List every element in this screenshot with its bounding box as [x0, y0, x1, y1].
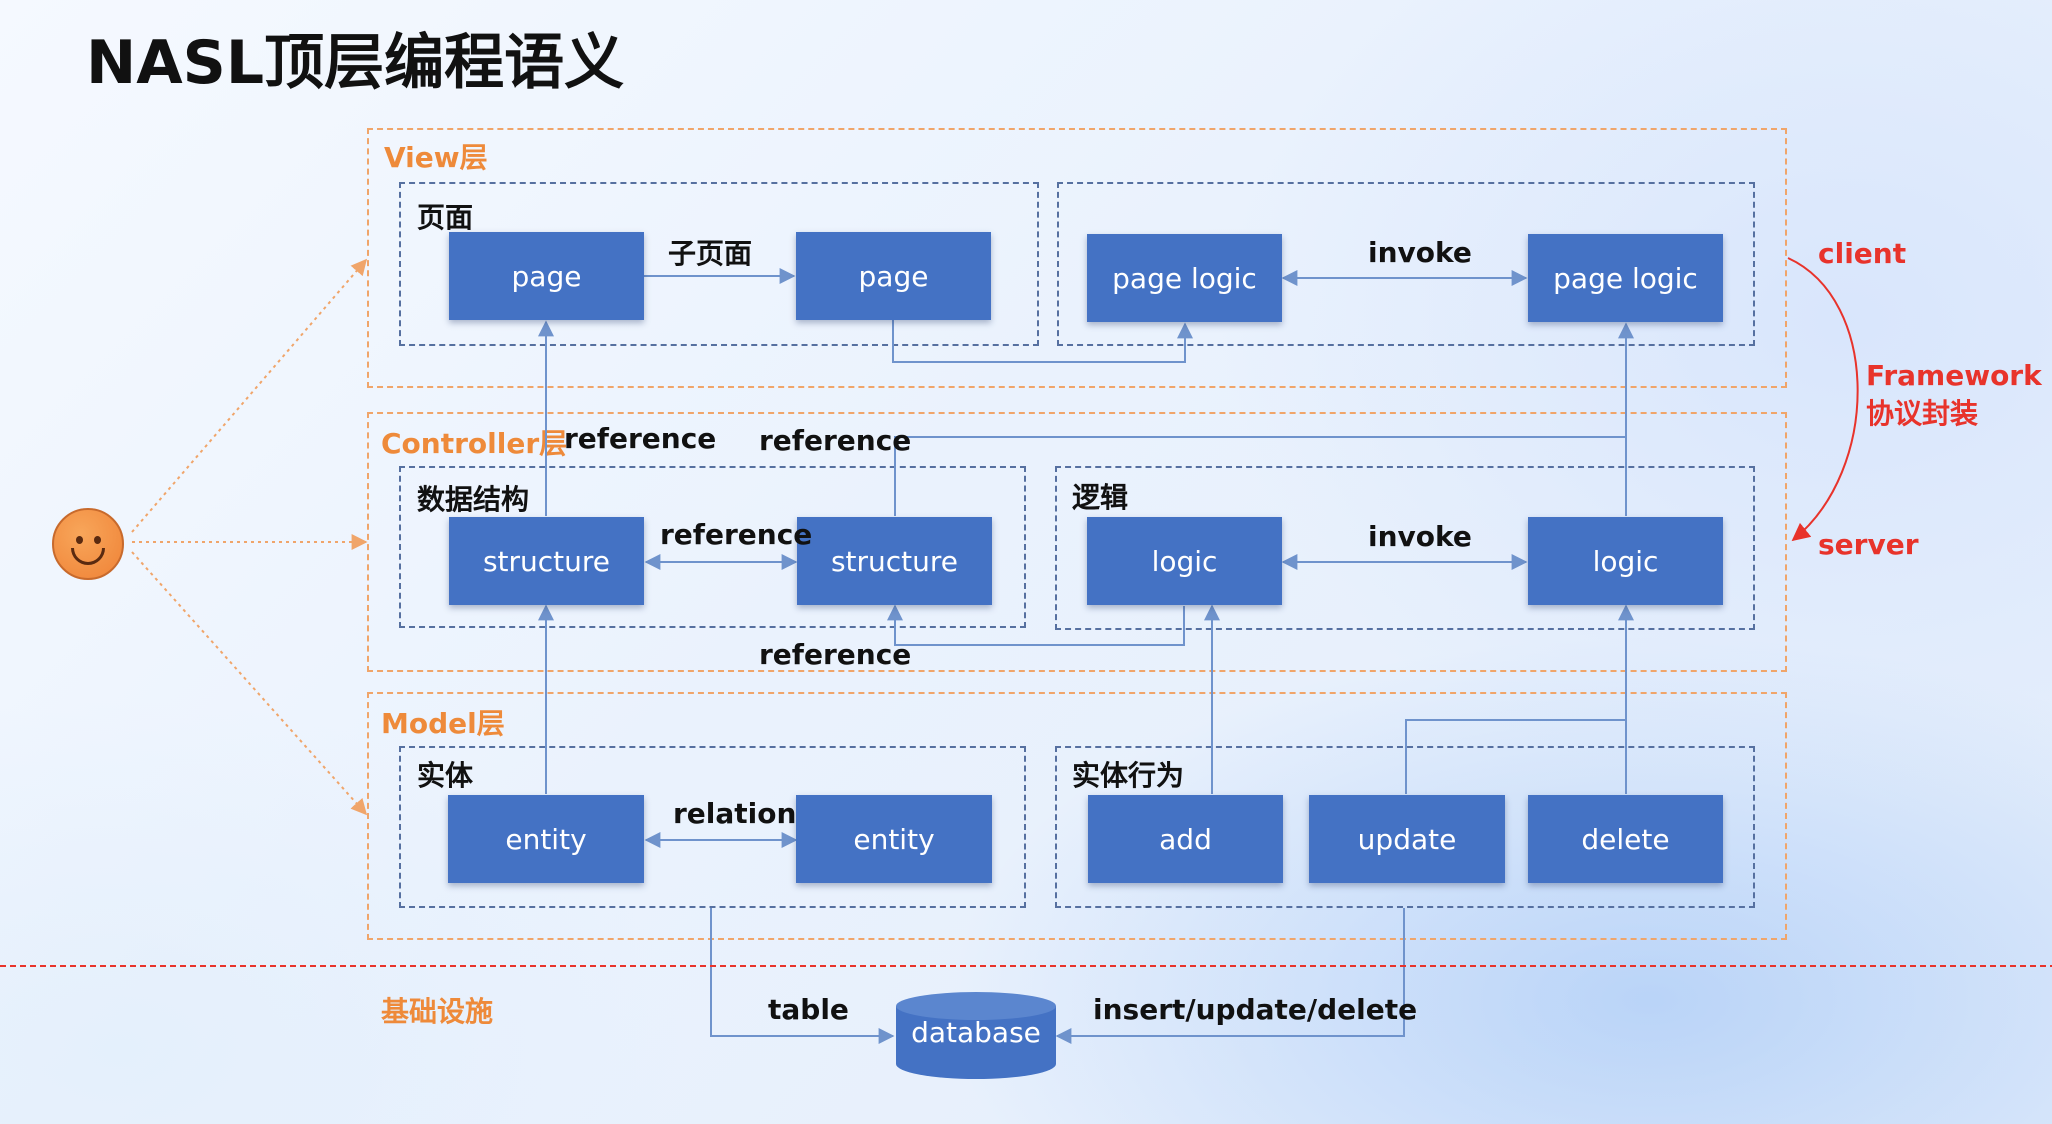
logic-to-structure-reference [887, 604, 1185, 646]
page-title: NASL顶层编程语义 [86, 28, 625, 98]
entity-group-label: 实体 [417, 759, 474, 792]
table-arrow [710, 908, 895, 1044]
entity-behavior-group-label: 实体行为 [1072, 759, 1185, 792]
subpage-label: 子页面 [668, 237, 753, 270]
framework-label: Framework [1866, 359, 2042, 392]
logic-node-2: logic [1528, 517, 1723, 605]
user-avatar [52, 508, 124, 580]
reference-structures-label: reference [660, 518, 813, 551]
server-label: server [1818, 528, 1919, 561]
user-to-view-arrow [131, 258, 368, 533]
infrastructure-label: 基础设施 [381, 995, 494, 1028]
database-cylinder [896, 992, 1056, 1079]
logic-node-1: logic [1087, 517, 1282, 605]
database-label: database [911, 1016, 1041, 1049]
page-group-label: 页面 [417, 201, 474, 234]
view-layer-label: View层 [384, 141, 488, 174]
update-to-logic-connector [1405, 719, 1626, 794]
entity-node-1: entity [448, 795, 644, 883]
structure-to-page-logic-reference [894, 436, 1626, 516]
table-label: table [768, 993, 849, 1026]
update-node: update [1309, 795, 1505, 883]
add-node: add [1088, 795, 1283, 883]
page-node-2: page [796, 232, 991, 320]
left-eye [76, 536, 83, 544]
user-to-model-arrow [131, 551, 368, 816]
logic-group-label: 逻辑 [1072, 481, 1129, 514]
page-logic-node-2: page logic [1528, 234, 1723, 322]
structure-node-1: structure [449, 517, 644, 605]
controller-layer [367, 412, 1787, 672]
page-to-page-logic-connector [892, 320, 1193, 363]
reference-top-label: reference [759, 424, 912, 457]
entity-group [399, 746, 1026, 908]
model-layer-label: Model层 [381, 707, 505, 740]
page-logic-group [1057, 182, 1755, 346]
controller-layer-label: Controller层 [381, 427, 568, 460]
view-layer [367, 128, 1787, 388]
page-node-1: page [449, 232, 644, 320]
right-eye [94, 536, 101, 544]
crud-arrow [1055, 908, 1405, 1044]
structure-node-2: structure [797, 517, 992, 605]
invoke-view-label: invoke [1368, 236, 1472, 269]
logic-group [1055, 466, 1755, 630]
page-group [399, 182, 1039, 346]
reference-controller-label: reference [564, 422, 717, 455]
invoke-controller-label: invoke [1368, 520, 1472, 553]
client-server-curve [1787, 257, 1859, 542]
model-layer [367, 692, 1787, 940]
relation-label: relation [673, 797, 797, 830]
data-structure-group-label: 数据结构 [417, 483, 530, 516]
crud-label: insert/update/delete [1093, 993, 1418, 1026]
entity-node-2: entity [796, 795, 992, 883]
client-label: client [1818, 237, 1907, 270]
protocol-label: 协议封装 [1866, 397, 1979, 430]
smile [71, 548, 105, 565]
data-structure-group [399, 466, 1026, 628]
delete-node: delete [1528, 795, 1723, 883]
reference-bottom-label: reference [759, 638, 912, 671]
page-logic-node-1: page logic [1087, 234, 1282, 322]
